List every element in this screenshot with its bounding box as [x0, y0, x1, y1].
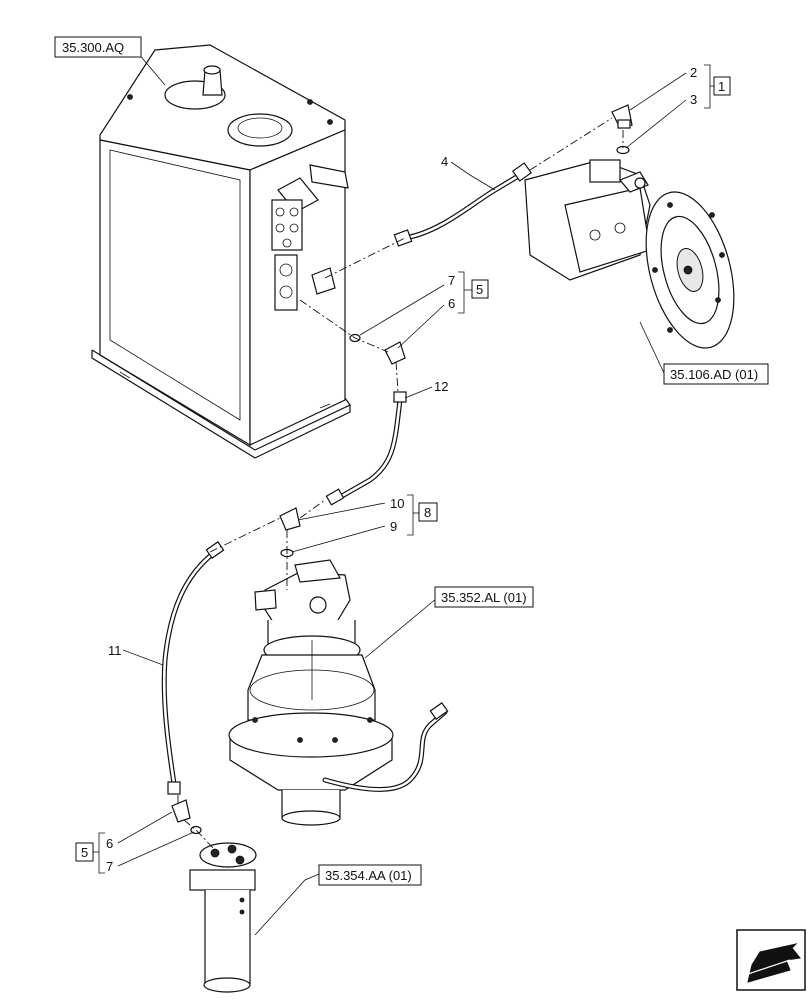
callout-bracket-5-lower [75, 832, 105, 874]
callout-bracket-1 [704, 64, 731, 109]
callout-5-lower: 5 [81, 845, 88, 860]
callout-7-upper: 7 [448, 273, 455, 288]
elbow-fitting-6-upper [384, 341, 406, 365]
callout-11: 11 [108, 643, 122, 658]
hose-12 [325, 391, 407, 506]
swing-motor [228, 559, 449, 826]
ref-box-pump[interactable] [663, 363, 769, 385]
elbow-fitting-2 [611, 104, 633, 129]
callout-9: 9 [390, 519, 397, 534]
callout-1: 1 [718, 79, 725, 94]
ref-label-swing-motor[interactable]: 35.352.AL (01) [441, 590, 527, 605]
forward-arrow-icon[interactable] [736, 929, 806, 991]
hydraulic-pump [524, 159, 735, 349]
assembly-lines [177, 117, 624, 851]
callout-4: 4 [441, 154, 448, 169]
elbow-fitting-10 [279, 507, 301, 531]
swivel-joint [189, 842, 257, 993]
ref-box-swing-motor[interactable] [434, 586, 534, 608]
callout-6-lower: 6 [106, 836, 113, 851]
ref-box-tank[interactable] [54, 36, 142, 58]
callout-3: 3 [690, 92, 697, 107]
elbow-fitting-6-lower [171, 799, 191, 823]
callout-bracket-8 [407, 494, 438, 536]
callout-2: 2 [690, 65, 697, 80]
callout-7-lower: 7 [106, 859, 113, 874]
hose-4 [393, 162, 533, 247]
callout-10: 10 [390, 496, 404, 511]
hydraulic-tank [91, 44, 351, 459]
hose-11 [161, 541, 225, 795]
ref-label-swivel[interactable]: 35.354.AA (01) [325, 868, 412, 883]
callout-8: 8 [424, 505, 431, 520]
callout-12: 12 [434, 379, 448, 394]
ref-label-tank[interactable]: 35.300.AQ [62, 40, 124, 55]
ref-box-swivel[interactable] [318, 864, 422, 886]
callout-6-upper: 6 [448, 296, 455, 311]
leader-lines [117, 51, 687, 936]
ref-label-pump[interactable]: 35.106.AD (01) [670, 367, 758, 382]
callout-bracket-5-upper [458, 271, 489, 314]
callout-5-upper: 5 [476, 282, 483, 297]
